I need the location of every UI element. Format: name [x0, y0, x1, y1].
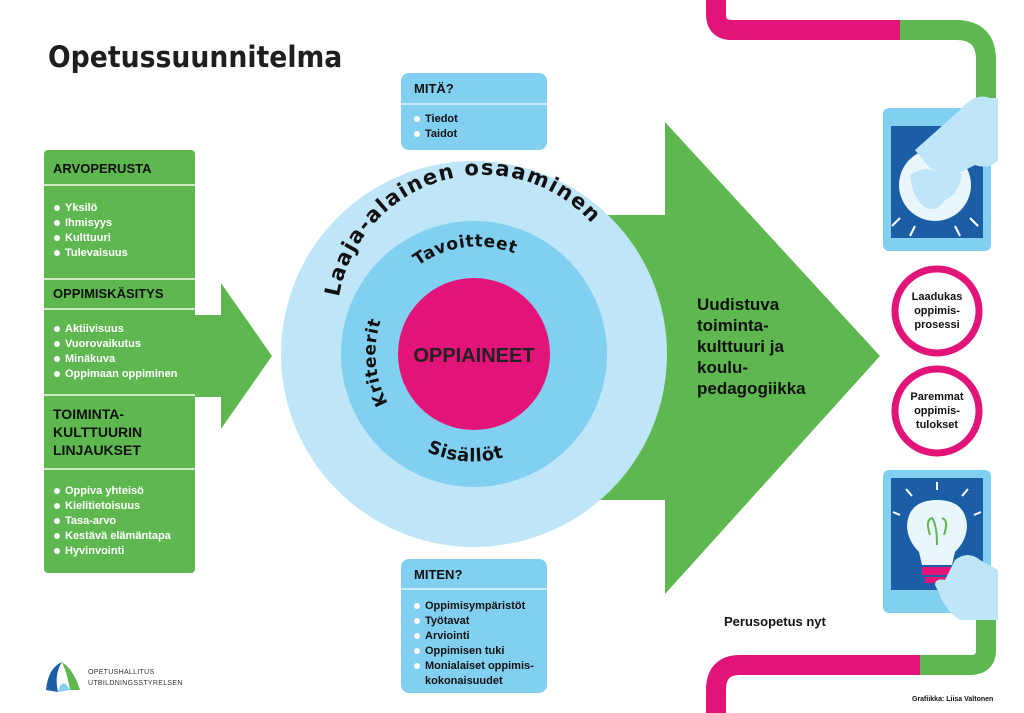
- left-arrow: [195, 283, 272, 429]
- list-item: Monialaiset oppimis-: [413, 659, 534, 674]
- heading-line: KULTTUURIN: [53, 424, 143, 440]
- arrow-text-line: Uudistuva: [697, 295, 780, 314]
- outcome-circle-2: [891, 365, 983, 457]
- list-item: Kestävä elämäntapa: [53, 529, 171, 544]
- page-title: Opetussuunnitelma: [48, 40, 343, 74]
- big-arrow: [580, 122, 880, 594]
- outcome-text-2: Paremmat oppimis- tulokset: [902, 390, 972, 432]
- section-heading-oppimiskasitys: OPPIMISKÄSITYS: [53, 286, 164, 301]
- miten-list: Oppimisympäristöt Työtavat Arviointi Opp…: [413, 599, 534, 689]
- graphics-credit: Grafiikka: Liisa Valtonen: [912, 696, 994, 703]
- top-pipe: [706, 0, 996, 100]
- heading-line: TOIMINTA-: [53, 406, 125, 422]
- mita-list: Tiedot Taidot: [413, 112, 458, 142]
- list-item: Hyvinvointi: [53, 544, 171, 559]
- outcome-line: Laadukas: [911, 291, 963, 303]
- perusopetus-label: Perusopetus nyt: [724, 614, 826, 629]
- mita-box: MITÄ? Tiedot Taidot: [401, 73, 547, 150]
- outcome-line: prosessi: [914, 319, 960, 331]
- list-item: Kielitietoisuus: [53, 499, 171, 514]
- mita-heading: MITÄ?: [414, 81, 454, 96]
- list-item: Taidot: [413, 127, 458, 142]
- list-item: Oppiva yhteisö: [53, 484, 171, 499]
- lightbulb-touch-icon: [883, 470, 998, 620]
- list-item: Oppimaan oppiminen: [53, 367, 177, 382]
- divider: [44, 184, 195, 186]
- list-item: Kulttuuri: [53, 231, 128, 246]
- center-label: OPPIAINEET: [413, 345, 534, 367]
- divider: [44, 278, 195, 280]
- divider: [44, 394, 195, 396]
- miten-box: MITEN? Oppimisympäristöt Työtavat Arvioi…: [401, 559, 547, 693]
- outcome-line: oppimis-: [914, 405, 960, 417]
- arrow-text-line: pedagogiikka: [697, 379, 806, 398]
- list-item: Oppimisympäristöt: [413, 599, 534, 614]
- logo-mark-icon: [46, 662, 80, 692]
- outcome-text-1: Laadukas oppimis- prosessi: [902, 290, 972, 332]
- list-item-continuation: kokonaisuudet: [425, 675, 503, 687]
- outcome-line: tulokset: [915, 419, 959, 431]
- outcome-line: Paremmat: [910, 391, 964, 403]
- list-item: Aktiivisuus: [53, 322, 177, 337]
- list-item: Vuorovaikutus: [53, 337, 177, 352]
- list-item: Tulevaisuus: [53, 246, 128, 261]
- logo-line: OPETUSHALLITUS: [88, 669, 155, 676]
- logo-text: OPETUSHALLITUS UTBILDNINGSSTYRELSEN: [88, 667, 183, 689]
- list-item: Ihmisyys: [53, 216, 128, 231]
- list-item: Tasa-arvo: [53, 514, 171, 529]
- list-arvoperusta: Yksilö Ihmisyys Kulttuuri Tulevaisuus: [53, 201, 128, 261]
- heading-line: LINJAUKSET: [53, 442, 141, 458]
- globe-touch-icon: [883, 96, 998, 251]
- list-item: Oppimisen tuki: [413, 644, 534, 659]
- left-panel: ARVOPERUSTA Yksilö Ihmisyys Kulttuuri Tu…: [44, 150, 195, 573]
- list-item: Työtavat: [413, 614, 534, 629]
- arrow-text-line: kulttuuri ja: [697, 337, 784, 356]
- miten-heading: MITEN?: [414, 567, 463, 582]
- divider: [44, 308, 195, 310]
- divider: [44, 468, 195, 470]
- list-toimintakulttuuri: Oppiva yhteisö Kielitietoisuus Tasa-arvo…: [53, 484, 171, 559]
- list-item: Minäkuva: [53, 352, 177, 367]
- list-oppimiskasitys: Aktiivisuus Vuorovaikutus Minäkuva Oppim…: [53, 322, 177, 382]
- logo-line: UTBILDNINGSSTYRELSEN: [88, 680, 183, 687]
- divider: [401, 103, 547, 105]
- center-circle: [398, 278, 550, 430]
- list-item: Yksilö: [53, 201, 128, 216]
- arrow-text: Uudistuva toiminta- kulttuuri ja koulu- …: [697, 294, 867, 399]
- section-heading-toimintakulttuuri: TOIMINTA- KULTTUURIN LINJAUKSET: [53, 405, 142, 459]
- list-item: Tiedot: [413, 112, 458, 127]
- divider: [401, 588, 547, 590]
- bottom-pipe: [706, 612, 996, 713]
- arrow-text-line: koulu-: [697, 358, 748, 377]
- arrow-text-line: toiminta-: [697, 316, 769, 335]
- outcome-circle-1: [891, 265, 983, 357]
- section-heading-arvoperusta: ARVOPERUSTA: [53, 161, 152, 176]
- outcome-line: oppimis-: [914, 305, 960, 317]
- list-item: Arviointi: [413, 629, 534, 644]
